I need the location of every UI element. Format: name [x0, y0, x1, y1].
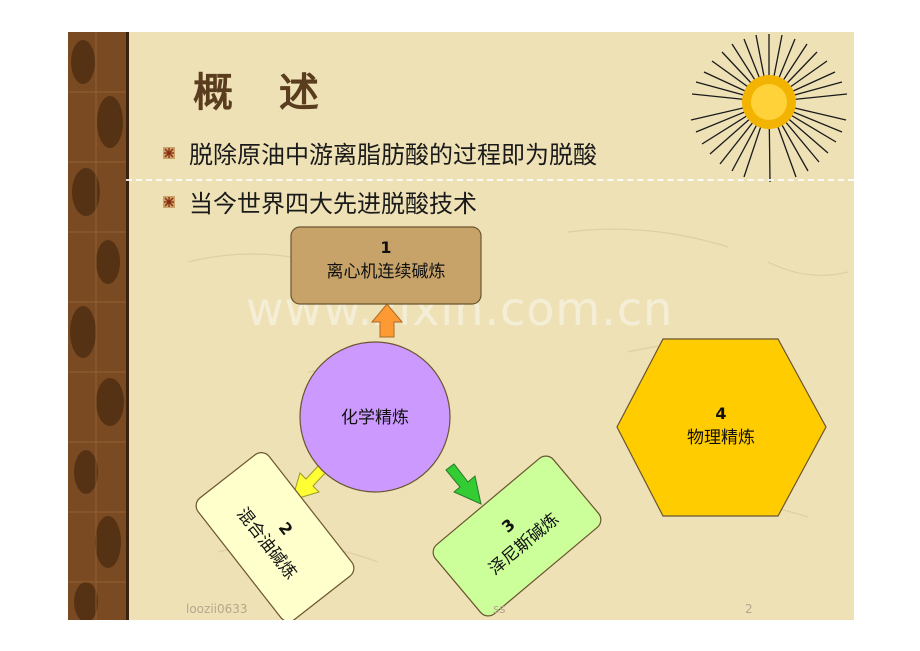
- dashed-divider: [126, 179, 854, 181]
- bullet-item-1: 脱除原油中游离脂肪酸的过程即为脱酸: [163, 135, 597, 170]
- left-decorative-band: [68, 32, 126, 620]
- sun-icon: [690, 34, 848, 183]
- node-4-text: 4 物理精炼: [646, 403, 796, 451]
- band-border-line: [126, 32, 129, 620]
- arrow-up: [370, 303, 404, 338]
- node-1-label: 离心机连续碱炼: [326, 262, 446, 282]
- node-2-box: [195, 452, 355, 620]
- node-1-text: 1 离心机连续碱炼: [291, 237, 481, 285]
- center-text: 化学精炼: [300, 405, 450, 431]
- bullet-text-1: 脱除原油中游离脂肪酸的过程即为脱酸: [189, 141, 597, 169]
- bullet-item-2: 当今世界四大先进脱酸技术: [163, 184, 477, 219]
- node-1-box: [290, 226, 482, 305]
- footer-middle-text: ss: [493, 602, 506, 616]
- center-circle: [299, 341, 451, 493]
- slide-title: 概 述: [193, 70, 335, 116]
- refining-diagram: [195, 226, 827, 620]
- node-4-number: 4: [715, 404, 727, 423]
- node-4-hexagon: [616, 338, 827, 517]
- center-label: 化学精炼: [341, 408, 409, 428]
- page-number: 2: [745, 602, 753, 616]
- leaf-pattern: [68, 32, 126, 620]
- bullet-square-icon: [163, 146, 175, 159]
- footer-author: loozii0633: [186, 602, 248, 616]
- bullet-text-2: 当今世界四大先进脱酸技术: [189, 190, 477, 218]
- arrow-right-down: [445, 463, 482, 505]
- arrow-left-down: [291, 463, 328, 501]
- node-3-box: [432, 455, 602, 617]
- slide: 概 述 脱除原油中游离脂肪酸的过程即为脱酸 当今世界四大先进脱酸技术 www.z…: [68, 32, 854, 620]
- node-1-number: 1: [380, 238, 392, 257]
- node-4-label: 物理精炼: [687, 428, 755, 448]
- bullet-square-icon: [163, 195, 175, 208]
